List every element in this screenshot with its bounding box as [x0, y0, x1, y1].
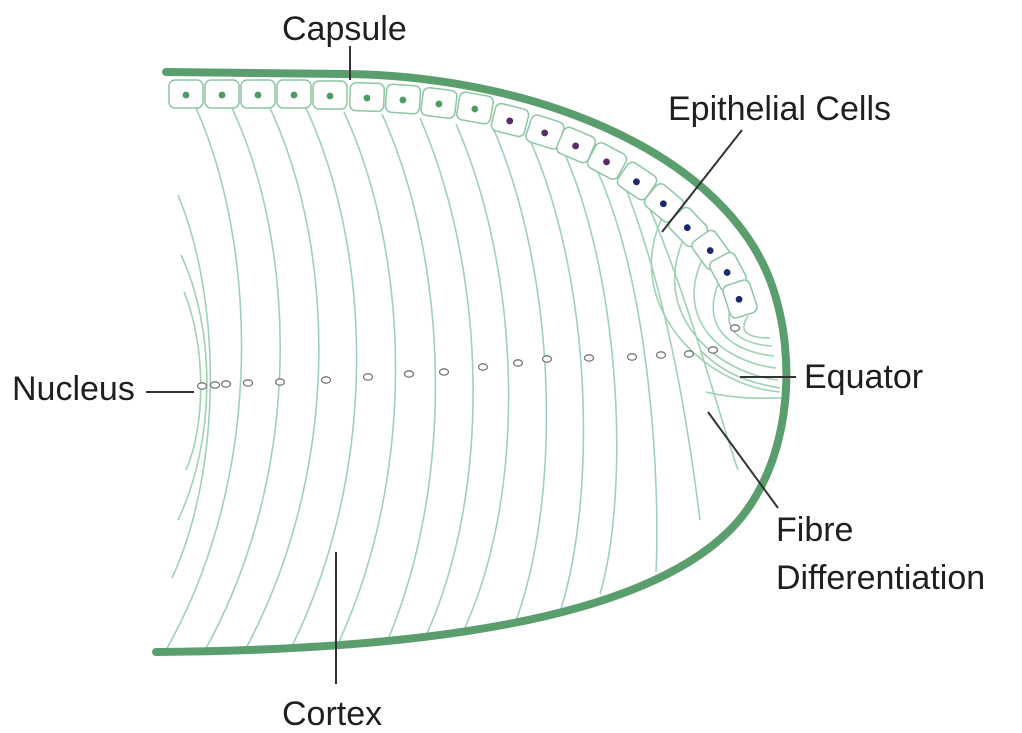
- fibre-nucleus: [543, 356, 552, 362]
- epithelial-cell: [420, 87, 457, 119]
- label-leaders: [146, 46, 796, 684]
- fibre-nucleus: [244, 380, 253, 386]
- fibre-nucleus: [657, 352, 666, 358]
- fibre-nucleus: [628, 354, 637, 360]
- differentiation-fibre: [744, 316, 770, 338]
- epithelial-cell: [490, 102, 530, 137]
- epithelial-cell: [241, 80, 275, 108]
- epithelial-cell: [205, 80, 239, 108]
- epithelial-cell: [313, 81, 347, 109]
- epithelial-cell: [350, 82, 385, 111]
- epithelial-cell: [456, 91, 494, 124]
- fibre-nucleus: [198, 383, 207, 389]
- fibre-nucleus: [364, 374, 373, 380]
- cortex-fibre: [564, 152, 617, 594]
- epithelial-cell: [385, 84, 421, 114]
- label-nucleus: Nucleus: [12, 370, 135, 408]
- cortex-fibre: [530, 140, 583, 612]
- epithelial-cell: [721, 279, 758, 320]
- label-epithelial-cells: Epithelial Cells: [668, 90, 891, 128]
- fibre-nucleus: [709, 347, 718, 353]
- differentiation-fibre: [706, 392, 782, 398]
- nucleus-fibre: [184, 292, 201, 470]
- epithelial-cell-nucleus: [219, 92, 226, 99]
- fibre-nucleus: [440, 369, 449, 375]
- label-capsule: Capsule: [282, 10, 407, 48]
- cortex-fibre: [596, 168, 657, 572]
- label-differentiation: Differentiation: [776, 559, 985, 597]
- fibre-nucleus: [479, 364, 488, 370]
- epithelial-cell: [277, 80, 311, 108]
- epithelial-cell-nucleus: [327, 93, 334, 100]
- fibre-nucleus: [211, 382, 220, 388]
- epithelial-cell-nucleus: [183, 92, 190, 99]
- label-fibre: Fibre: [776, 511, 853, 549]
- lens-capsule: [156, 72, 786, 652]
- cortex-fibre: [456, 124, 509, 634]
- epithelial-cell-nucleus: [291, 92, 298, 99]
- label-equator: Equator: [804, 358, 923, 396]
- cortex-fibre: [494, 130, 546, 626]
- fibre-nucleus: [731, 325, 740, 331]
- cortex-fibre: [166, 108, 242, 650]
- fibre-nucleus: [222, 381, 231, 387]
- cortex-fibre: [382, 114, 435, 644]
- fibre-nucleus: [585, 355, 594, 361]
- fibre-nuclei: [198, 325, 740, 389]
- epithelial-cell-nucleus: [255, 92, 262, 99]
- label-cortex: Cortex: [282, 695, 382, 733]
- fibre-differentiation-leader: [708, 412, 778, 508]
- fibre-nucleus: [405, 371, 414, 377]
- fibre-nucleus: [322, 377, 331, 383]
- cortex-fibre: [420, 118, 473, 640]
- lens-fibres: [166, 108, 782, 650]
- fibre-nucleus: [685, 351, 694, 357]
- cortex-fibre: [205, 108, 280, 650]
- fibre-nucleus: [276, 379, 285, 385]
- epithelial-cell: [169, 80, 203, 108]
- fibre-nucleus: [514, 360, 523, 366]
